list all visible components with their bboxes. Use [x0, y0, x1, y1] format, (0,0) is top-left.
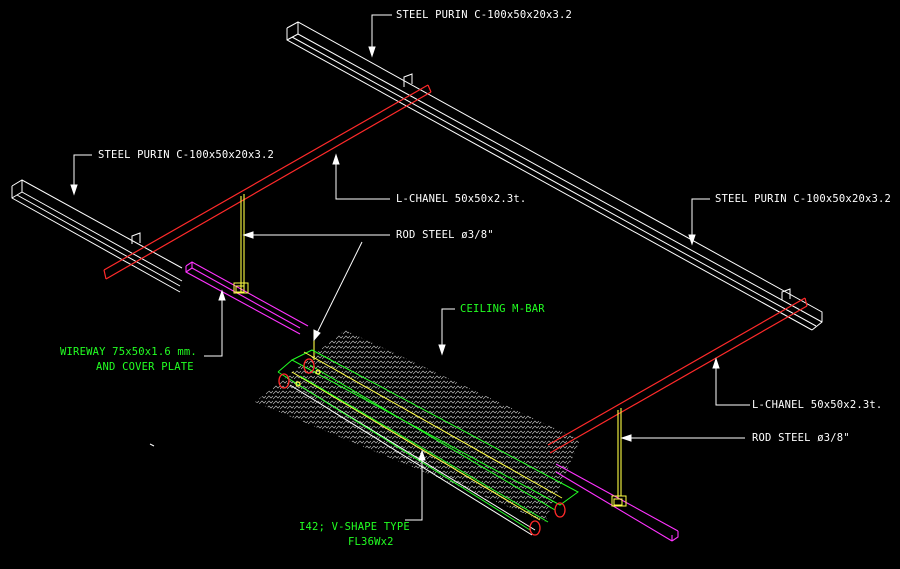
light-fixture [277, 349, 579, 536]
l-channel-left [103, 84, 432, 280]
cursor-mark [149, 443, 155, 447]
steel-purlin-left [11, 179, 183, 293]
wireway [185, 261, 679, 542]
label-fixture-line2: FL36Wx2 [348, 536, 394, 548]
label-wireway-line1: WIREWAY 75x50x1.6 mm. [60, 346, 197, 358]
rod-brackets [233, 282, 627, 507]
steel-purlin-top [286, 21, 823, 331]
label-l-channel-left: L-CHANEL 50x50x2.3t. [396, 193, 526, 205]
label-purlin-right: STEEL PURIN C-100x50x20x3.2 [715, 193, 891, 205]
purlin-clips [131, 73, 791, 300]
label-purlin-left: STEEL PURIN C-100x50x20x3.2 [98, 149, 274, 161]
label-wireway-line2: AND COVER PLATE [96, 361, 194, 373]
label-purlin-top: STEEL PURIN C-100x50x20x3.2 [396, 9, 572, 21]
label-ceiling-mbar: CEILING M-BAR [460, 303, 545, 315]
label-l-channel-right: L-CHANEL 50x50x2.3t. [752, 399, 882, 411]
label-fixture-line1: I42; V-SHAPE TYPE [299, 521, 410, 533]
label-rod-left: ROD STEEL ø3/8" [396, 229, 494, 241]
lamp-end-caps [278, 358, 566, 536]
ceiling-board-hatch [255, 330, 580, 522]
l-channel-right [547, 297, 808, 454]
label-rod-right: ROD STEEL ø3/8" [752, 432, 850, 444]
leader-lines [70, 14, 750, 521]
